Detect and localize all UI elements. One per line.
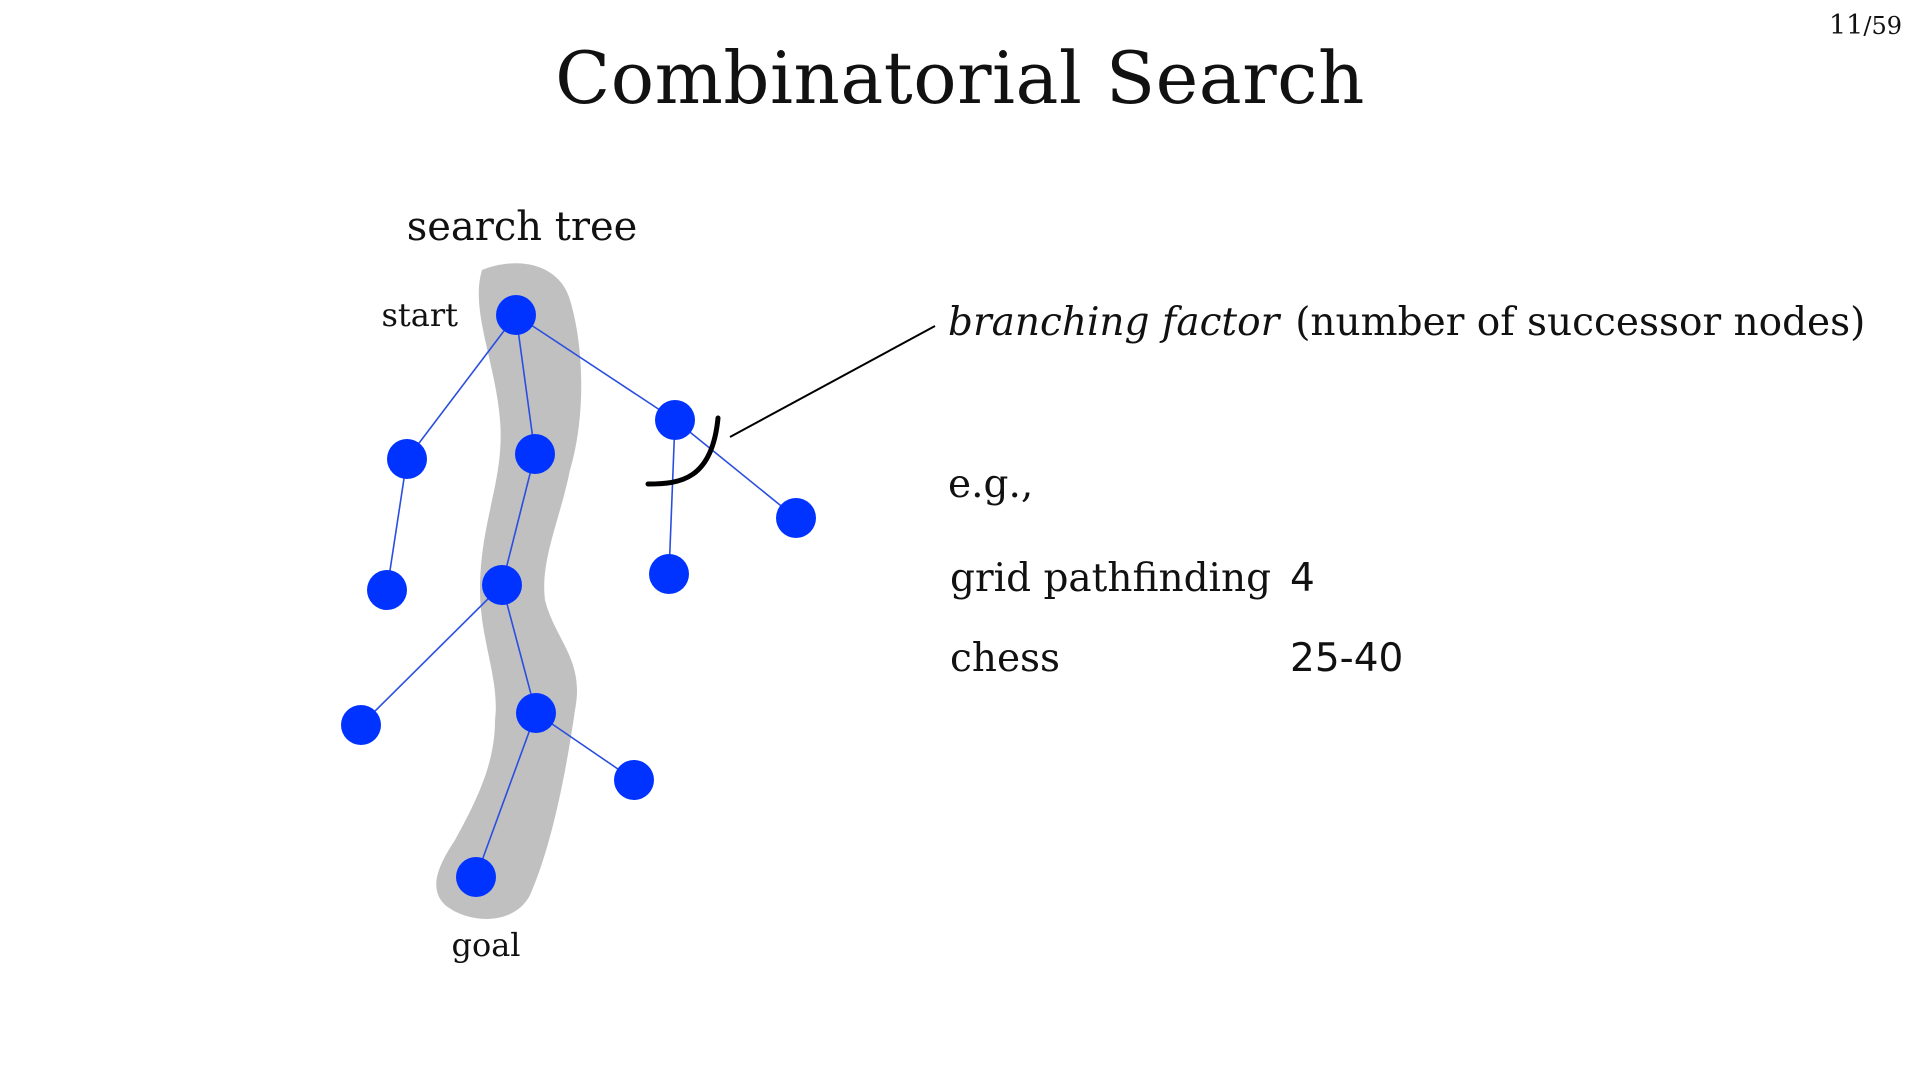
edge-center-lower bbox=[501, 584, 537, 714]
edge-right-leaf-b bbox=[674, 419, 797, 519]
branching-factor-term: branching factor bbox=[948, 300, 1280, 345]
branching-factor-definition: branching factor (number of successor nod… bbox=[948, 300, 1865, 345]
page-number: 11/59 bbox=[1829, 10, 1902, 41]
page-current: 11 bbox=[1829, 10, 1864, 41]
table-row: chess 25-40 bbox=[950, 618, 1403, 698]
edge-center-left-leaf bbox=[360, 584, 503, 726]
node bbox=[516, 693, 556, 733]
node bbox=[655, 400, 695, 440]
node bbox=[614, 760, 654, 800]
goal-label: goal bbox=[451, 926, 520, 964]
branching-pointer-line bbox=[729, 325, 936, 438]
edge-start-right bbox=[515, 314, 676, 421]
node bbox=[387, 439, 427, 479]
node bbox=[776, 498, 816, 538]
example-value: 25-40 bbox=[1290, 635, 1404, 681]
table-row: grid pathfinding 4 bbox=[950, 538, 1403, 618]
search-tree-label: search tree bbox=[407, 204, 638, 250]
node bbox=[367, 570, 407, 610]
node bbox=[482, 565, 522, 605]
node-goal bbox=[456, 857, 496, 897]
branching-factor-explanation: (number of successor nodes) bbox=[1295, 300, 1866, 345]
edge-start-middle bbox=[515, 314, 536, 455]
node bbox=[515, 434, 555, 474]
edge-right-leaf-a bbox=[668, 419, 676, 575]
example-value: 4 bbox=[1290, 555, 1315, 601]
branching-bracket bbox=[645, 415, 721, 487]
edge-lower-goal bbox=[475, 712, 537, 878]
slide-title: Combinatorial Search bbox=[555, 36, 1365, 120]
page-separator: / bbox=[1863, 12, 1872, 40]
example-name: grid pathfinding bbox=[950, 555, 1272, 601]
node bbox=[341, 705, 381, 745]
edge-left-leaf bbox=[386, 458, 408, 591]
node-start bbox=[496, 295, 536, 335]
edge-middle-center bbox=[501, 453, 536, 586]
page-total: 59 bbox=[1871, 12, 1902, 40]
example-name: chess bbox=[950, 635, 1061, 681]
node bbox=[649, 554, 689, 594]
start-label: start bbox=[381, 296, 458, 334]
edge-start-left bbox=[406, 314, 517, 460]
examples-intro: e.g., bbox=[948, 462, 1034, 507]
tree-nodes bbox=[341, 295, 816, 897]
examples-table: grid pathfinding 4 chess 25-40 bbox=[950, 538, 1403, 698]
